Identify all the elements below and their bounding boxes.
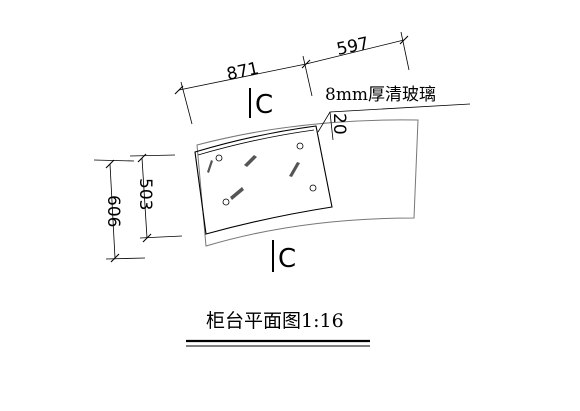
glass-offset-dim: 20 <box>329 113 349 135</box>
glass-offset-dim-line <box>329 111 334 141</box>
counter-outer-outline <box>196 119 419 247</box>
svg-text:C: C <box>255 90 273 120</box>
svg-text:C: C <box>278 244 296 274</box>
dim-top-left: 871 <box>225 59 261 85</box>
glass-hatching <box>207 155 300 200</box>
drawing-title: 柜台平面图1:16 <box>206 310 344 332</box>
left-dimension <box>93 153 183 263</box>
section-marker-bottom: C <box>272 240 296 274</box>
top-dimension <box>174 31 410 125</box>
dim-top-right: 597 <box>335 34 371 60</box>
glass-panel <box>194 125 333 235</box>
dim-left-inner: 503 <box>135 178 155 210</box>
glass-standoffs <box>215 142 317 206</box>
dim-left-outer: 606 <box>103 195 123 227</box>
glass-note-label: 8mm厚清玻璃 <box>325 85 436 105</box>
glass-panel-inner <box>197 129 315 156</box>
section-marker-top: C <box>249 88 273 120</box>
